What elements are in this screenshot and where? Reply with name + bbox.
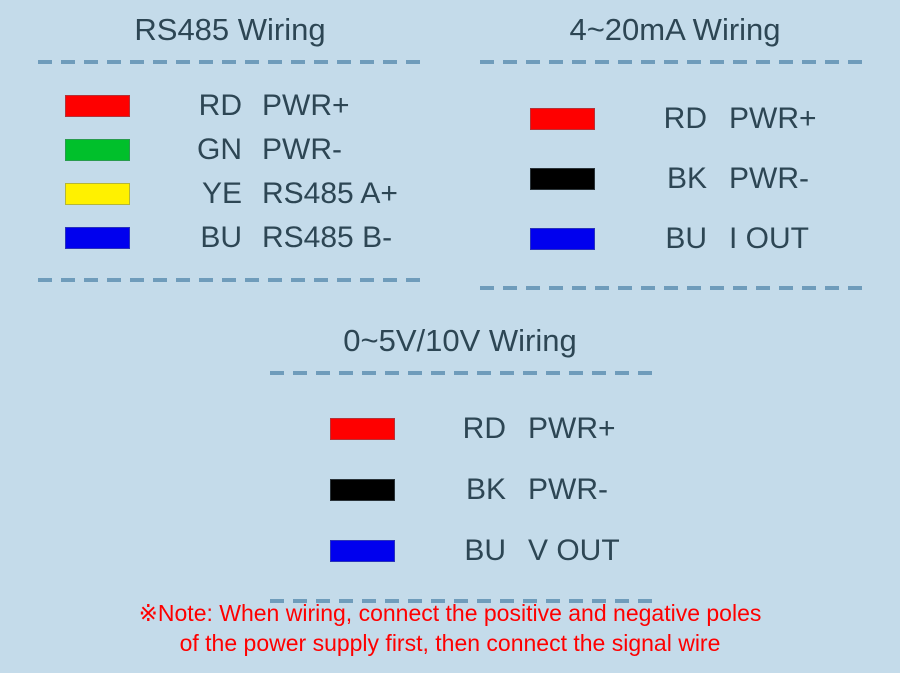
divider-bottom-rs485: [38, 278, 422, 282]
wire-row: BK PWR-: [250, 459, 670, 520]
wire-list-rs485: RD PWR+ GN PWR- YE RS485 A+ BU RS485 B-: [0, 84, 460, 260]
wire-value: PWR+: [729, 102, 817, 135]
wire-code: BU: [464, 533, 506, 567]
wire-value: PWR+: [528, 411, 616, 445]
panel-rs485-wiring: RS485 Wiring RD PWR+ GN PWR- YE RS485 A+…: [0, 14, 460, 282]
black-swatch: [330, 478, 395, 501]
panel-4-20ma-wiring: 4~20mA Wiring RD PWR+ BK PWR- BU I OUT: [450, 14, 900, 290]
wire-row: YE RS485 A+: [0, 172, 460, 216]
panel-title-4-20ma: 4~20mA Wiring: [569, 12, 781, 47]
wire-row: BU I OUT: [450, 209, 900, 269]
wire-code: BU: [200, 221, 242, 254]
wire-code: BK: [465, 472, 506, 506]
panel-title-0-5v-10v: 0~5V/10V Wiring: [343, 323, 577, 358]
red-swatch: [65, 95, 130, 117]
divider-top-0-5v-10v: [270, 371, 656, 375]
wire-code: YE: [201, 177, 242, 210]
wire-row: RD PWR+: [450, 89, 900, 149]
divider-top-rs485: [38, 60, 422, 64]
wire-value: PWR-: [528, 472, 608, 506]
wire-row: RD PWR+: [250, 398, 670, 459]
note-line-1: ※Note: When wiring, connect the positive…: [138, 600, 762, 626]
wire-value: V OUT: [528, 533, 620, 567]
wire-value: PWR+: [262, 89, 350, 122]
wire-list-0-5v-10v: RD PWR+ BK PWR- BU V OUT: [250, 398, 670, 581]
wiring-note: ※Note: When wiring, connect the positive…: [0, 598, 900, 658]
green-swatch: [65, 139, 130, 161]
wire-code: GN: [197, 133, 242, 166]
wire-row: BU RS485 B-: [0, 216, 460, 260]
wire-list-4-20ma: RD PWR+ BK PWR- BU I OUT: [450, 89, 900, 269]
divider-bottom-0-5v-10v: [270, 599, 656, 603]
yellow-swatch: [65, 183, 130, 205]
wire-code: BU: [665, 222, 707, 255]
divider-top-4-20ma: [480, 60, 864, 64]
blue-swatch: [65, 227, 130, 249]
wire-value: RS485 A+: [262, 177, 398, 210]
wire-value: PWR-: [262, 133, 342, 166]
divider-bottom-4-20ma: [480, 286, 864, 290]
wire-code: RD: [663, 102, 707, 135]
wire-value: RS485 B-: [262, 221, 393, 254]
red-swatch: [330, 417, 395, 440]
panel-0-5v-10v-wiring: 0~5V/10V Wiring RD PWR+ BK PWR- BU V OUT: [250, 325, 670, 603]
red-swatch: [530, 108, 595, 130]
wire-row: GN PWR-: [0, 128, 460, 172]
wire-row: BU V OUT: [250, 520, 670, 581]
black-swatch: [530, 168, 595, 190]
wire-code: RD: [462, 411, 506, 445]
wire-row: RD PWR+: [0, 84, 460, 128]
blue-swatch: [530, 228, 595, 250]
wire-row: BK PWR-: [450, 149, 900, 209]
wire-code: RD: [198, 89, 242, 122]
wire-value: I OUT: [729, 222, 809, 255]
panel-title-rs485: RS485 Wiring: [134, 12, 326, 47]
wire-value: PWR-: [729, 162, 809, 195]
blue-swatch: [330, 539, 395, 562]
wire-code: BK: [666, 162, 707, 195]
note-line-2: of the power supply first, then connect …: [179, 630, 721, 656]
